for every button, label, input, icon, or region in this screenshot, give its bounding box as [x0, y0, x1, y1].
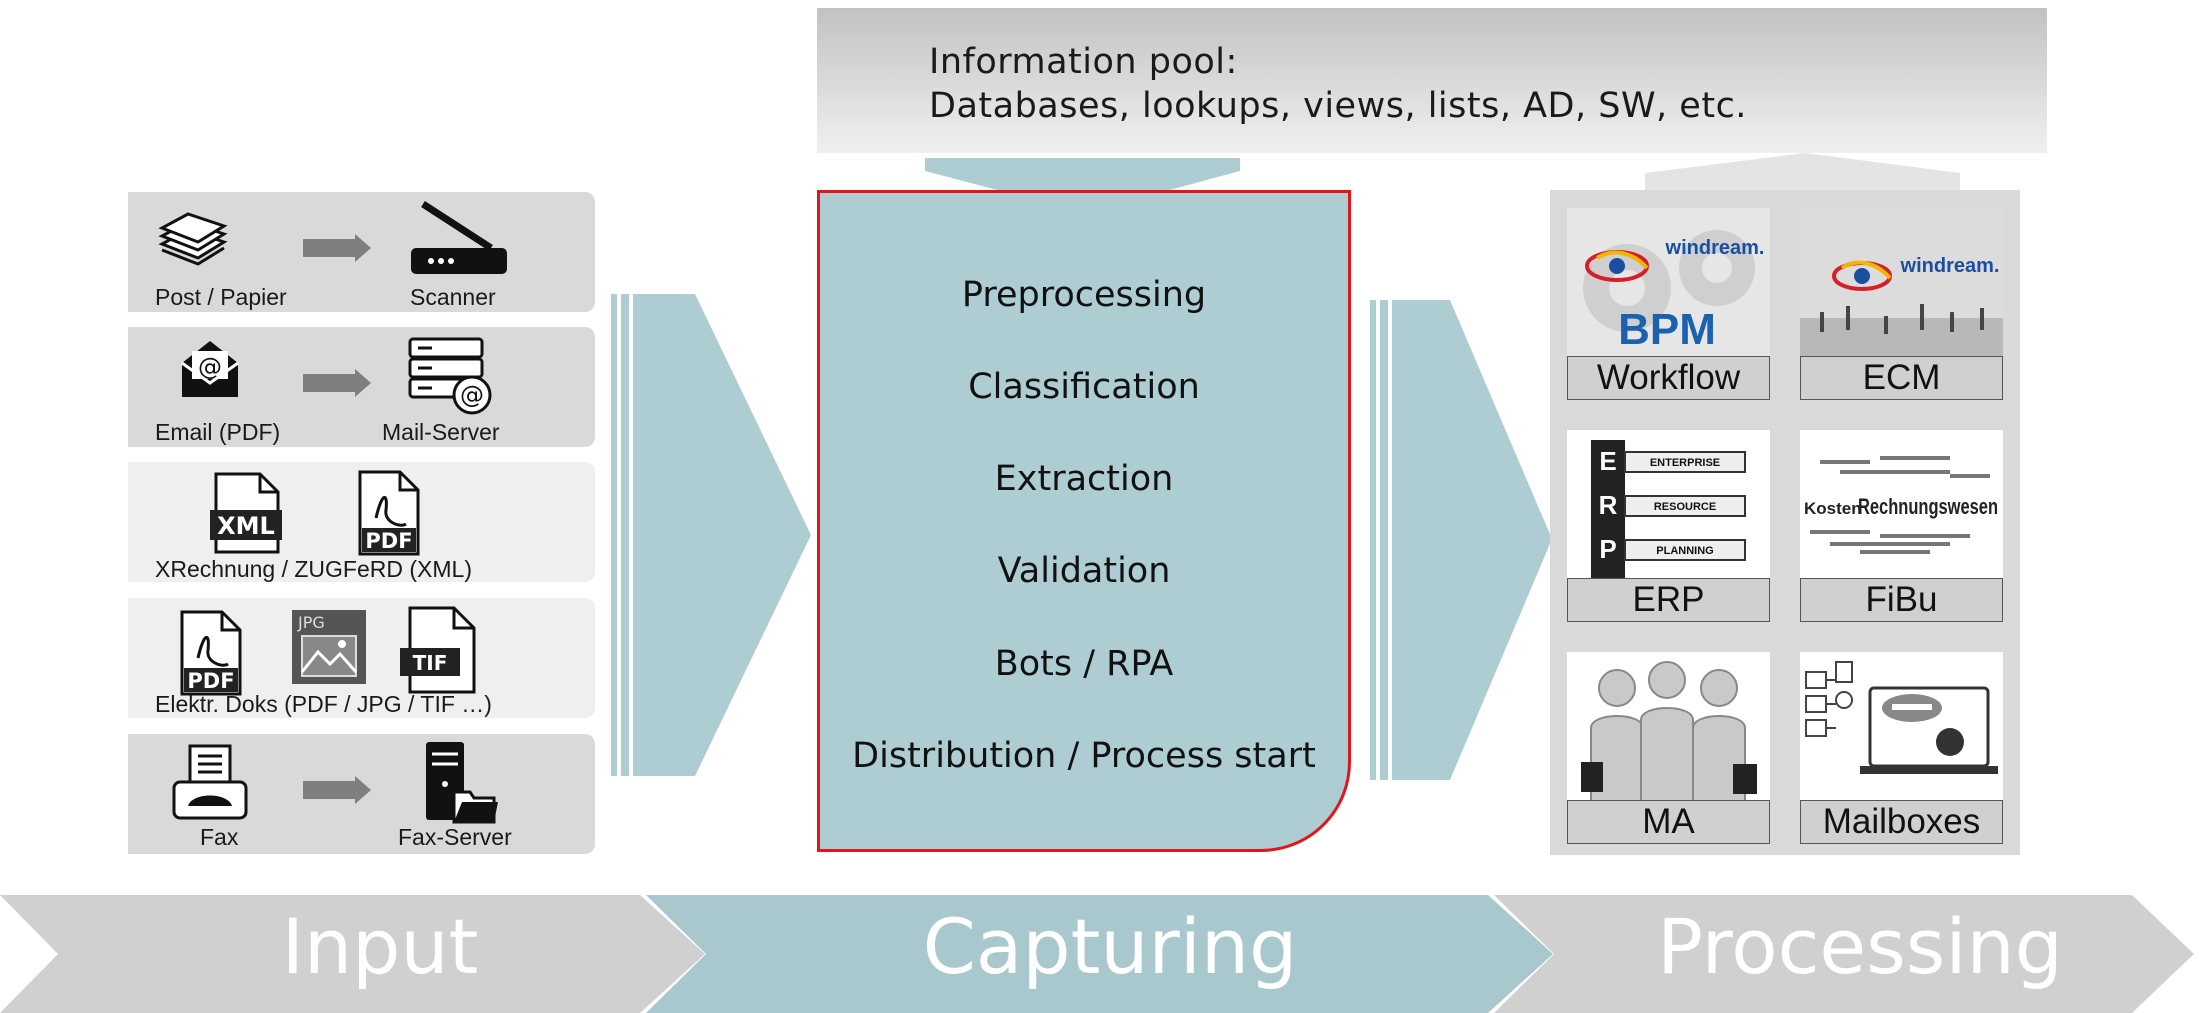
processing-tile-ma: MA	[1567, 652, 1770, 844]
xml-icon-text: XML	[217, 512, 275, 540]
tile-label-fibu: FiBu	[1800, 578, 2003, 622]
stage-chevron-bar	[0, 895, 2194, 1013]
erp-sign-text: ENTERPRISE	[1650, 457, 1720, 469]
erp-sign-text: PLANNING	[1656, 545, 1713, 557]
input-caption-left: Email (PDF)	[155, 419, 281, 445]
processing-tile-ecm: windream. ECM	[1800, 208, 2003, 400]
email-envelope-icon: @	[181, 341, 239, 397]
input-row-xrechnung: XML PDF XRechnung / ZUGFeRD (XML)	[128, 462, 595, 582]
stage-label-capturing: Capturing	[922, 902, 1298, 991]
processing-tile-workflow: windream. BPM Workflow	[1567, 208, 1770, 400]
mail-server-icon: @	[408, 337, 492, 415]
input-to-capturing-arrow	[611, 294, 811, 776]
info-pool-sources: Databases, lookups, views, lists, AD, SW…	[929, 86, 1747, 126]
fax-to-faxserver-connector	[303, 776, 371, 804]
pdf-icon-text: PDF	[365, 529, 412, 553]
capturing-step: Validation	[997, 551, 1171, 591]
info-pool-down-arrow	[925, 158, 1240, 213]
jpg-file-icon: JPG	[292, 610, 366, 684]
processing-tile-erp: E R P ENTERPRISE RESOURCE PLANNING ERP	[1567, 430, 1770, 622]
windream-logo-text: windream.	[1900, 255, 2000, 277]
bpm-text: BPM	[1618, 305, 1716, 354]
capturing-step: Bots / RPA	[994, 644, 1174, 684]
jpg-icon-text: JPG	[297, 613, 325, 632]
info-pool-title: Information pool:	[929, 42, 1238, 82]
tif-file-icon: TIF	[400, 606, 476, 694]
input-caption-right: Scanner	[410, 284, 496, 310]
input-caption-right: Mail-Server	[382, 419, 500, 445]
erp-signpost-image: E R P ENTERPRISE RESOURCE PLANNING	[1567, 430, 1770, 580]
input-row-electronic-docs: PDF JPG TIF Elektr. Doks (PDF / JPG / TI…	[128, 598, 595, 718]
stage-label-processing: Processing	[1657, 902, 2063, 991]
tif-icon-text: TIF	[413, 651, 448, 675]
stage-chevron-input	[0, 895, 705, 1013]
input-row-email: @ @ Email (PDF) Mail-Server	[128, 327, 595, 447]
capturing-step: Classification	[968, 367, 1200, 407]
wordcloud-word: Rechnungswesen	[1858, 494, 1998, 519]
input-caption-right: Fax-Server	[398, 824, 512, 850]
input-caption-left: Post / Papier	[155, 284, 287, 310]
input-caption: XRechnung / ZUGFeRD (XML)	[155, 556, 472, 582]
erp-letter: E	[1599, 446, 1616, 476]
pdf-file-icon: PDF	[180, 610, 242, 696]
stage-chevron-processing	[1494, 895, 2194, 1013]
pdf-file-icon: PDF	[358, 470, 420, 556]
processing-tile-mailboxes: Mailboxes	[1800, 652, 2003, 844]
fax-server-icon	[426, 742, 498, 824]
information-pool-box: Information pool: Databases, lookups, vi…	[817, 8, 2047, 153]
input-row-post: Post / Papier Scanner	[128, 192, 595, 312]
capturing-step: Preprocessing	[961, 275, 1207, 315]
rechnungswesen-wordcloud-image: Kosten Rechnungswesen	[1800, 430, 2003, 580]
capturing-step: Extraction	[994, 459, 1174, 499]
capturing-to-processing-arrow	[1370, 300, 1552, 780]
paper-stack-icon	[158, 212, 228, 266]
svg-text:@: @	[460, 381, 484, 409]
capturing-step: Distribution / Process start	[852, 736, 1316, 776]
erp-sign-text: RESOURCE	[1654, 501, 1716, 513]
tile-label-mailboxes: Mailboxes	[1800, 800, 2003, 844]
windream-ecm-image: windream.	[1800, 208, 2003, 358]
capturing-steps-box: Preprocessing Classification Extraction …	[817, 190, 1351, 852]
input-caption: Elektr. Doks (PDF / JPG / TIF …)	[155, 691, 492, 717]
stage-label-input: Input	[281, 902, 479, 991]
erp-letter: R	[1599, 490, 1618, 520]
xml-file-icon: XML	[210, 472, 282, 554]
tile-label-workflow: Workflow	[1567, 356, 1770, 400]
info-pool-up-arrow	[1645, 153, 1960, 191]
windream-bpm-image: windream. BPM	[1567, 208, 1770, 358]
tile-label-ecm: ECM	[1800, 356, 2003, 400]
mailbox-computer-image	[1800, 652, 2003, 802]
stage-chevron-capturing	[646, 895, 1553, 1013]
scanner-icon	[411, 201, 507, 274]
processing-panel: windream. BPM Workflow windream. ECM E R…	[1550, 190, 2020, 855]
input-caption-left: Fax	[200, 824, 239, 850]
tile-label-erp: ERP	[1567, 578, 1770, 622]
processing-tile-fibu: Kosten Rechnungswesen FiBu	[1800, 430, 2003, 622]
erp-letter: P	[1599, 534, 1616, 564]
fax-icon	[172, 744, 248, 820]
email-to-mailserver-connector	[303, 369, 371, 397]
tile-label-ma: MA	[1567, 800, 1770, 844]
wordcloud-word: Kosten	[1804, 499, 1862, 518]
pdf-icon-text: PDF	[187, 669, 234, 693]
windream-logo-text: windream.	[1665, 237, 1765, 259]
post-to-scanner-connector	[303, 234, 371, 262]
input-row-fax: Fax Fax-Server	[128, 734, 595, 854]
business-people-image	[1567, 652, 1770, 802]
